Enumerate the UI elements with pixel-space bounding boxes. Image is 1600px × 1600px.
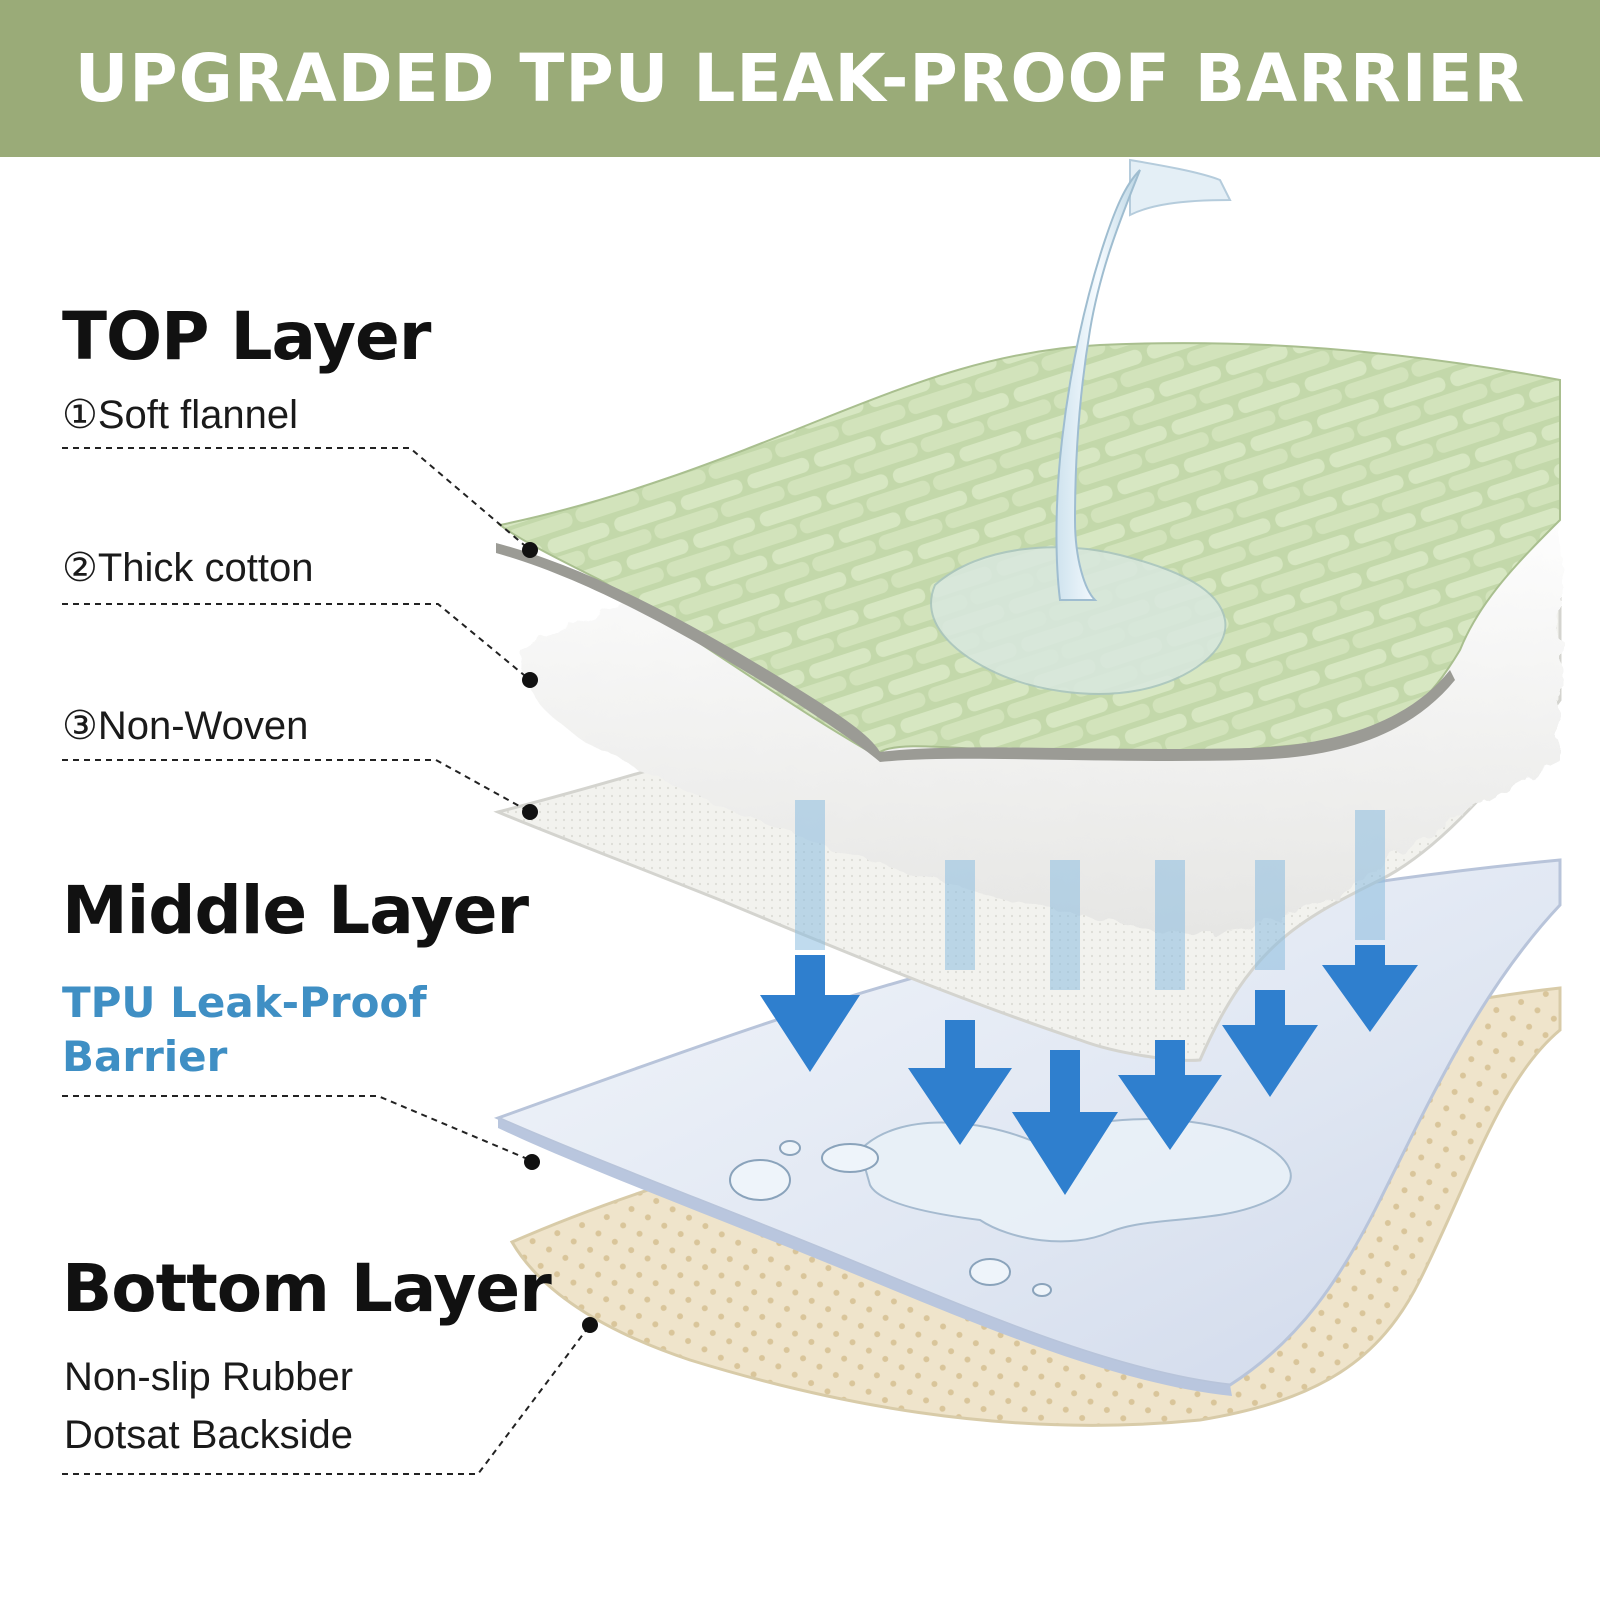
leader-soft-flannel (62, 447, 531, 551)
middle-layer-heading: Middle Layer (62, 872, 529, 949)
leader-bottom (62, 1324, 591, 1475)
water-stream-icon (1055, 158, 1232, 601)
leader-thick-cotton (62, 603, 531, 681)
leader-lines (62, 447, 591, 1475)
bottom-description-line1: Non-slip Rubber (64, 1355, 354, 1399)
water-droplet-icon (729, 1140, 1052, 1297)
tpu-description-line1: TPU Leak-Proof (62, 978, 427, 1027)
tpu-description-line2: Barrier (62, 1032, 228, 1081)
leader-non-woven (62, 759, 531, 813)
non-woven-label: ③Non-Woven (62, 704, 309, 748)
down-arrow-icon (760, 800, 1418, 1195)
leader-dots (522, 542, 598, 1333)
soft-flannel-label: ①Soft flannel (62, 393, 298, 437)
banner-title: UPGRADED TPU LEAK-PROOF BARRIER (74, 40, 1526, 117)
thick-cotton-label: ②Thick cotton (62, 546, 314, 590)
title-banner: UPGRADED TPU LEAK-PROOF BARRIER (0, 0, 1600, 157)
top-layer-heading: TOP Layer (62, 298, 431, 375)
leader-tpu (62, 1095, 531, 1161)
bottom-description-line2: Dotsat Backside (64, 1413, 354, 1457)
bottom-layer-heading: Bottom Layer (62, 1250, 552, 1327)
